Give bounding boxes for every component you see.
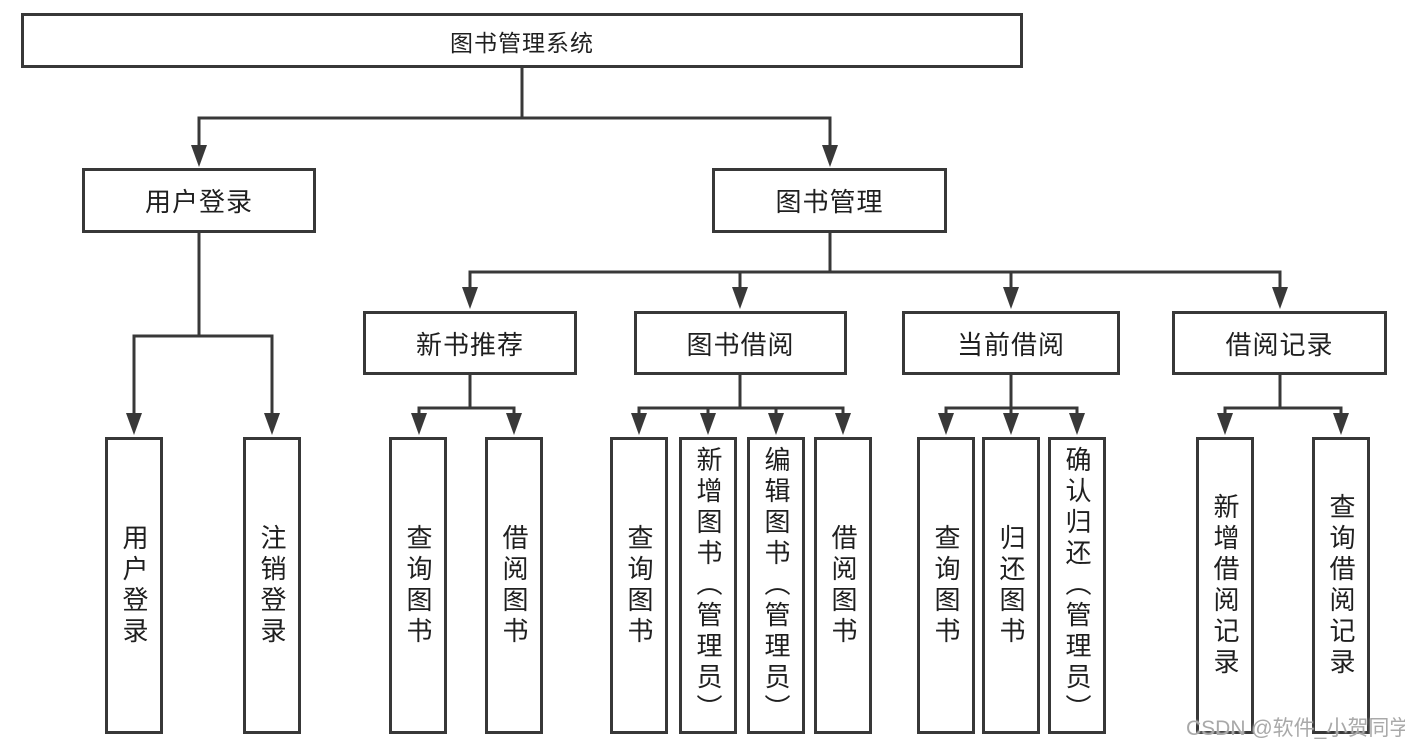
leaf-user-login: 用户登录 [105, 437, 163, 734]
node-label: 新增图书（管理员） [693, 446, 723, 725]
node-label: 查询图书 [624, 523, 654, 648]
node-label: 查询图书 [931, 523, 961, 648]
leaf-add-books-admin: 新增图书（管理员） [679, 437, 737, 734]
node-label: 图书借阅 [686, 329, 795, 360]
node-label: 当前借阅 [956, 329, 1065, 360]
leaf-edit-books-admin: 编辑图书（管理员） [747, 437, 805, 734]
node-label: 图书管理 [775, 187, 884, 217]
node-label: 新增借阅记录 [1210, 492, 1240, 679]
node-book-management-branch: 图书管理 [712, 168, 947, 233]
node-label: 新书推荐 [415, 329, 524, 360]
node-label: 图书管理系统 [450, 29, 594, 56]
node-library-management-system: 图书管理系统 [21, 13, 1023, 68]
arrowheads [126, 145, 1349, 435]
node-label: 查询借阅记录 [1326, 492, 1356, 679]
leaf-logout: 注销登录 [243, 437, 301, 734]
node-label: 归还图书 [996, 523, 1026, 648]
leaf-query-books-current: 查询图书 [917, 437, 975, 734]
node-label: 注销登录 [257, 523, 287, 648]
node-label: 借阅图书 [499, 523, 529, 648]
leaf-borrow-books-recommend: 借阅图书 [485, 437, 543, 734]
node-label: 查询图书 [403, 523, 433, 648]
node-user-login-branch: 用户登录 [82, 168, 316, 233]
leaf-return-books: 归还图书 [982, 437, 1040, 734]
node-label: 用户登录 [119, 523, 149, 648]
node-label: 用户登录 [144, 187, 253, 217]
leaf-confirm-return-admin: 确认归还（管理员） [1048, 437, 1106, 734]
node-label: 编辑图书（管理员） [761, 446, 791, 725]
node-label: 确认归还（管理员） [1062, 446, 1092, 725]
leaf-query-borrow-record: 查询借阅记录 [1312, 437, 1370, 734]
node-label: 借阅记录 [1225, 329, 1334, 360]
leaf-query-books-recommend: 查询图书 [389, 437, 447, 734]
leaf-borrow-books-borrowing: 借阅图书 [814, 437, 872, 734]
leaf-add-borrow-record: 新增借阅记录 [1196, 437, 1254, 734]
leaf-query-books-borrowing: 查询图书 [610, 437, 668, 734]
node-label: 借阅图书 [828, 523, 858, 648]
node-new-book-recommend: 新书推荐 [363, 311, 577, 375]
node-book-borrowing: 图书借阅 [634, 311, 847, 375]
node-borrowing-records: 借阅记录 [1172, 311, 1387, 375]
csdn-watermark: CSDN @软件_小贺同学 [1186, 717, 1405, 740]
node-current-borrowing: 当前借阅 [902, 311, 1120, 375]
